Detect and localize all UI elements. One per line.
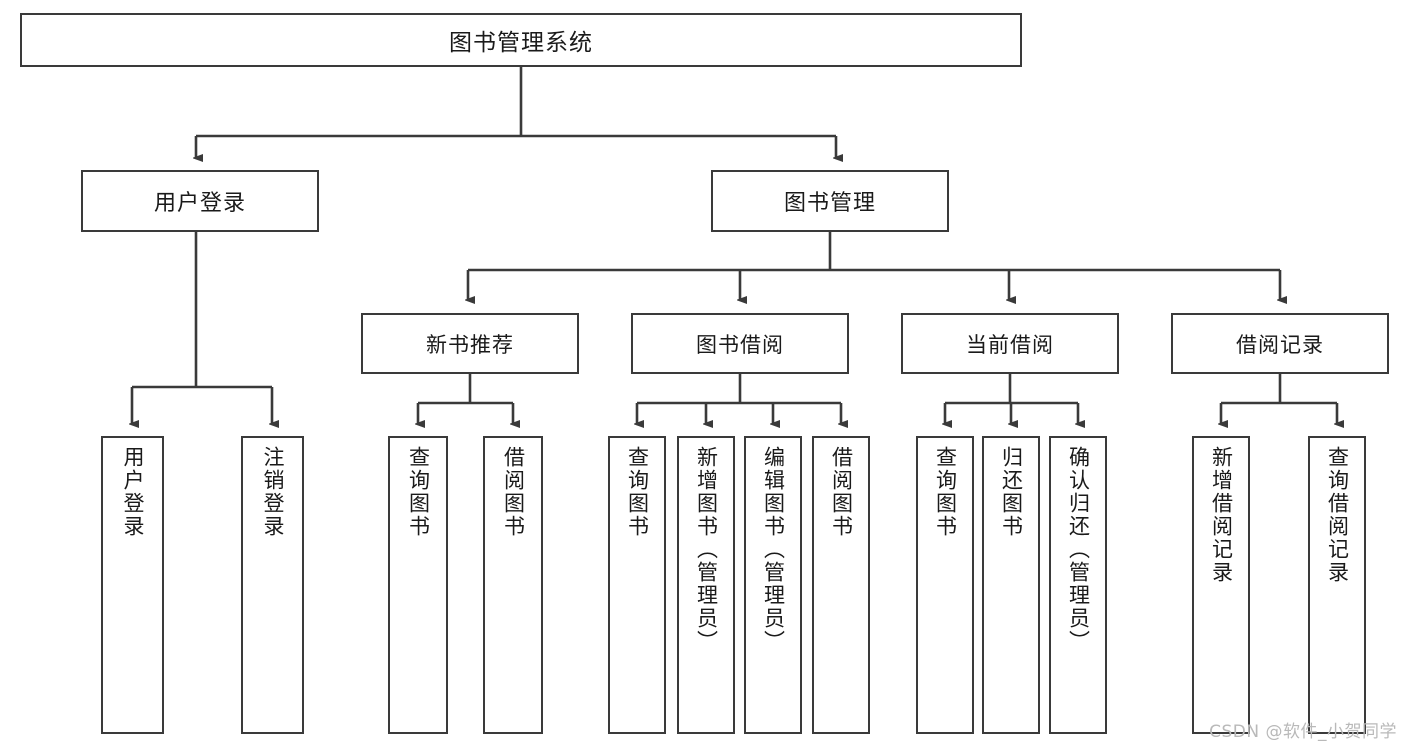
leaf-label: 归还图书 bbox=[999, 446, 1024, 538]
leaf-node[interactable]: 查询图书 bbox=[608, 436, 666, 734]
leaf-label: 用户登录 bbox=[121, 446, 145, 538]
node-new-book-recommend[interactable]: 新书推荐 bbox=[361, 313, 579, 374]
node-book-management[interactable]: 图书管理 bbox=[711, 170, 949, 232]
node-book-management-label: 图书管理 bbox=[783, 191, 876, 216]
leaf-label: 新增借阅记录 bbox=[1209, 446, 1234, 584]
leaf-node[interactable]: 用户登录 bbox=[101, 436, 164, 734]
leaf-label: 新增图书（管理员） bbox=[694, 446, 719, 653]
node-borrow-record-label: 借阅记录 bbox=[1236, 332, 1324, 357]
leaf-node[interactable]: 归还图书 bbox=[982, 436, 1040, 734]
leaf-node[interactable]: 确认归还（管理员） bbox=[1049, 436, 1107, 734]
leaf-label: 借阅图书 bbox=[829, 446, 854, 538]
node-user-login-label: 用户登录 bbox=[153, 191, 246, 216]
leaf-node[interactable]: 新增借阅记录 bbox=[1192, 436, 1250, 734]
node-book-borrow[interactable]: 图书借阅 bbox=[631, 313, 849, 374]
leaf-label: 查询借阅记录 bbox=[1325, 446, 1350, 584]
node-book-borrow-label: 图书借阅 bbox=[696, 332, 784, 357]
leaf-label: 查询图书 bbox=[406, 446, 431, 538]
leaf-node[interactable]: 查询借阅记录 bbox=[1308, 436, 1366, 734]
leaf-label: 查询图书 bbox=[625, 446, 650, 538]
leaf-node[interactable]: 借阅图书 bbox=[483, 436, 543, 734]
leaf-label: 查询图书 bbox=[933, 446, 958, 538]
leaf-label: 编辑图书（管理员） bbox=[761, 446, 786, 653]
leaf-label: 注销登录 bbox=[261, 446, 285, 538]
node-current-borrow[interactable]: 当前借阅 bbox=[901, 313, 1119, 374]
node-user-login[interactable]: 用户登录 bbox=[81, 170, 319, 232]
leaf-label: 确认归还（管理员） bbox=[1066, 446, 1091, 653]
leaf-node[interactable]: 借阅图书 bbox=[812, 436, 870, 734]
node-new-book-recommend-label: 新书推荐 bbox=[426, 332, 514, 357]
node-root-label: 图书管理系统 bbox=[449, 30, 593, 56]
leaf-node[interactable]: 编辑图书（管理员） bbox=[744, 436, 802, 734]
leaf-node[interactable]: 注销登录 bbox=[241, 436, 304, 734]
node-borrow-record[interactable]: 借阅记录 bbox=[1171, 313, 1389, 374]
node-root[interactable]: 图书管理系统 bbox=[20, 13, 1022, 67]
leaf-node[interactable]: 新增图书（管理员） bbox=[677, 436, 735, 734]
leaf-node[interactable]: 查询图书 bbox=[388, 436, 448, 734]
leaf-label: 借阅图书 bbox=[501, 446, 526, 538]
node-current-borrow-label: 当前借阅 bbox=[966, 332, 1054, 357]
leaf-node[interactable]: 查询图书 bbox=[916, 436, 974, 734]
watermark: CSDN @软件_小贺同学 bbox=[1209, 722, 1397, 742]
